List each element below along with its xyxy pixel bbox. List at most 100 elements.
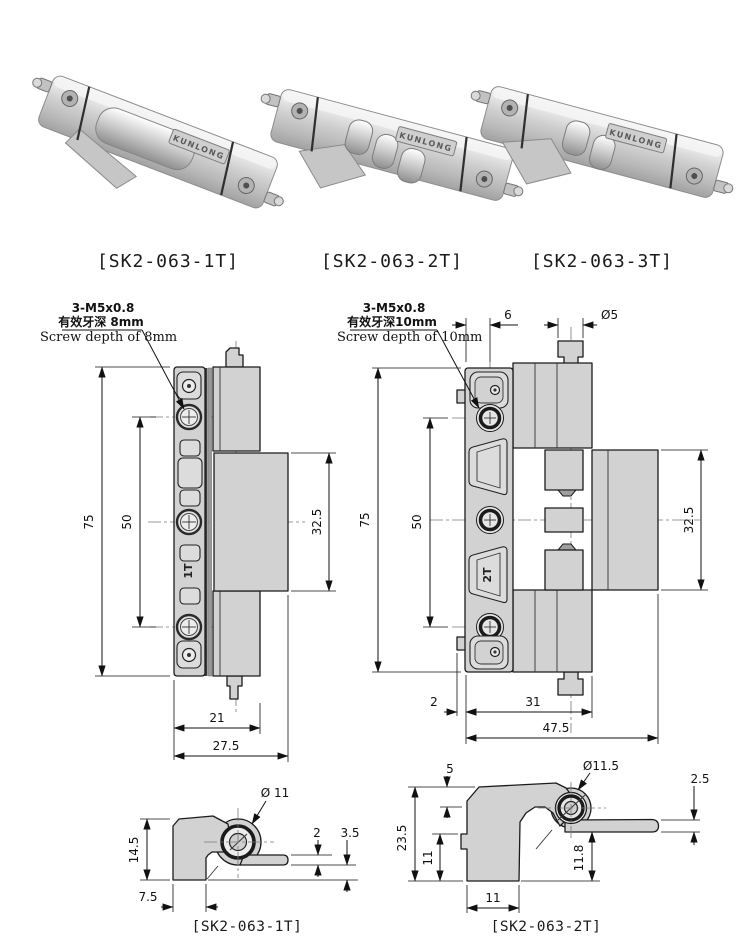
hole-tick	[557, 794, 586, 821]
dim-tab: 2	[430, 695, 438, 709]
hinge-bar-highlight	[54, 76, 277, 169]
slot-upper-inner	[476, 444, 501, 489]
product-label-2t: [SK2-063-2T]	[321, 251, 463, 272]
screw-dot-top	[187, 384, 191, 388]
dim-width-inner: 31	[525, 695, 540, 709]
clamp-slit-left	[76, 86, 91, 141]
dim-width-total: 27.5	[213, 739, 240, 753]
leaf-block	[213, 452, 289, 592]
plate-tab-4	[179, 587, 201, 605]
dim-offset: 3.5	[340, 826, 359, 840]
side-view-2t: Ø11.5 5 23.5 11 2.5 11.8 11 [SK2-063-2T]	[395, 759, 710, 935]
dim-inner-left: 11	[421, 850, 435, 865]
pivot-hole-bottom	[175, 613, 203, 641]
clamp-slit-right	[459, 136, 468, 192]
backing-strip-light	[208, 367, 212, 677]
body-upper-section	[512, 362, 593, 449]
screw-dot-bottom	[187, 653, 191, 657]
pin-right-cap	[273, 196, 284, 207]
screw-hole-right-center	[243, 182, 250, 189]
pin-right-cap	[513, 186, 524, 197]
knuckle-lower-notch	[556, 543, 578, 551]
hinge-flap	[501, 138, 572, 185]
dim-top: 5	[446, 762, 454, 776]
note-depth-cn: 有效牙深10mm	[347, 314, 437, 329]
knuckle-2	[371, 133, 399, 169]
brand-plate	[605, 123, 668, 154]
dim-foot: 7.5	[138, 890, 157, 904]
screw-dot-top	[493, 388, 497, 392]
screw-hole-left-center	[296, 107, 303, 114]
front-view-1t: 1T 3-M5x0.8 有效牙深 8mm Screw depth of 8mm …	[40, 301, 336, 762]
clamp-slit-right	[220, 141, 235, 196]
note-thread: 3-M5x0.8	[72, 301, 135, 315]
product-label-1t: [SK2-063-1T]	[97, 251, 239, 272]
pin-right-cap	[723, 183, 734, 194]
pivot-hole-mid	[476, 506, 504, 534]
clamp-slit-left	[310, 97, 319, 152]
screw-hole-left-center	[66, 95, 73, 102]
dim-foot: 11	[485, 891, 500, 905]
dim-inner-right: 11.8	[572, 845, 586, 872]
side-label-2t: [SK2-063-2T]	[491, 919, 602, 935]
backing-strip-dark	[204, 368, 208, 676]
knuckle-1	[561, 120, 591, 156]
dim-leaf-thickness: 2.5	[690, 772, 709, 786]
section-tick	[206, 865, 219, 880]
dim-hole-spacing: 50	[120, 514, 134, 529]
note-depth-cn: 有效牙深 8mm	[58, 314, 144, 329]
bottom-pin	[557, 671, 584, 696]
body-lower-section	[212, 590, 261, 677]
dim-height: 23.5	[395, 825, 409, 852]
section-tick	[535, 829, 553, 850]
pivot-hole-top	[476, 404, 504, 432]
knuckle-1	[344, 119, 374, 155]
body-upper-section	[212, 366, 261, 452]
dim-width-inner: 21	[209, 711, 224, 725]
bottom-pin-tab	[226, 675, 243, 700]
plate-tab-2	[179, 489, 201, 507]
top-pin-tab	[225, 347, 244, 368]
dim-height: 14.5	[127, 837, 141, 864]
screw-pocket-top-inner	[474, 376, 504, 404]
leader-barrel	[251, 800, 267, 825]
knuckle-middle	[544, 507, 584, 533]
note-depth-en: Screw depth of 10mm	[337, 330, 482, 345]
slot-lower-inner	[476, 552, 501, 597]
side-label-1t: [SK2-063-1T]	[192, 919, 303, 935]
product-photo-2t: KUNLONG	[260, 89, 524, 201]
dim-hole-spacing: 50	[410, 514, 424, 529]
knuckle-upper-notch	[556, 489, 578, 497]
product-photo-3t: KUNLONG	[470, 86, 734, 198]
dim-height: 75	[82, 514, 96, 529]
brand-plate	[168, 128, 230, 165]
plate-tab-1	[179, 439, 201, 457]
top-pin	[557, 340, 584, 365]
dim-pin-dia: Ø5	[601, 308, 618, 322]
leaf-block	[591, 449, 659, 591]
pivot-hole-top	[175, 403, 203, 431]
body-lower-section	[512, 589, 593, 673]
note-leader	[436, 329, 480, 409]
screw-pocket-bottom-inner	[474, 640, 504, 665]
front-view-2t: 2T 3-M5x0.8 有效牙深10mm Screw depth of 10mm…	[337, 301, 708, 744]
dim-barrel-dia: Ø11.5	[583, 759, 619, 773]
clamp-slit-right	[669, 133, 678, 189]
hinge-roller	[95, 107, 196, 171]
note-depth-en: Screw depth of 8mm	[40, 330, 177, 345]
clamp-slit-left	[520, 94, 529, 149]
dim-width-total: 47.5	[543, 721, 570, 735]
dim-leaf-height: 32.5	[310, 509, 324, 536]
body-profile	[172, 815, 232, 881]
leader-barrel	[577, 772, 591, 791]
screw-hole-left-center	[506, 104, 513, 111]
screw-hole-right-center	[691, 173, 698, 180]
marking-2t: 2T	[481, 567, 494, 583]
leaf-strip	[239, 854, 289, 866]
product-photo-1t: KUNLONG	[32, 75, 284, 209]
knuckle-3	[397, 147, 426, 184]
slot-lower	[468, 546, 508, 604]
note-leader	[141, 329, 185, 410]
